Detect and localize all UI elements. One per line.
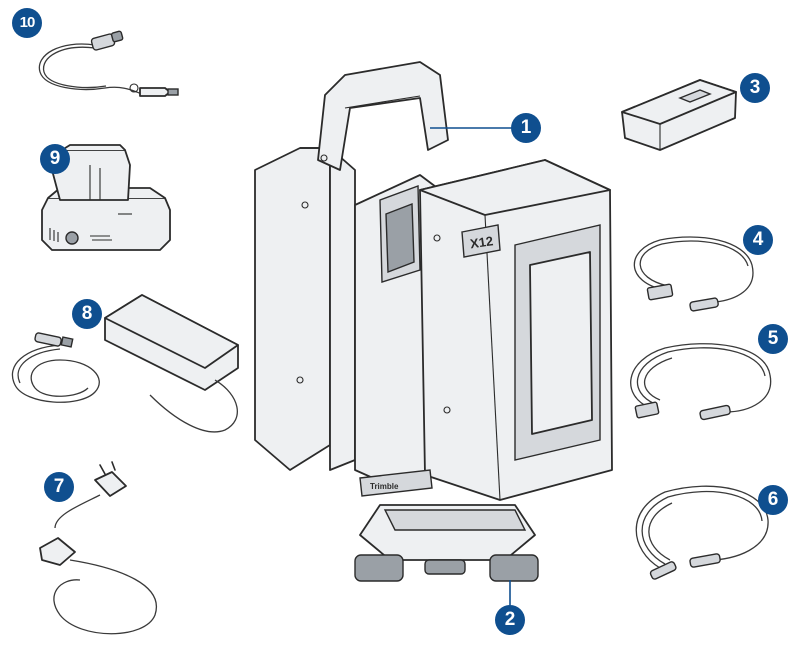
callout-3: 3 [740,73,770,103]
cable-medium [630,343,772,421]
battery-charger [41,144,171,251]
laser-scanner: X12 Trimble [254,61,613,582]
car-charger-cable [38,30,179,97]
mains-power-cord [39,461,158,635]
battery [621,79,737,151]
callout-4: 4 [743,225,773,255]
callout-6: 6 [758,485,788,515]
callout-7: 7 [44,472,74,502]
cable-long [635,485,769,580]
callout-8: 8 [72,299,102,329]
callout-1: 1 [511,113,541,143]
power-supply [11,294,239,433]
cable-short [633,236,754,312]
callout-5: 5 [758,324,788,354]
brand-label: Trimble [370,482,399,491]
callout-10: 10 [12,8,42,38]
callout-9: 9 [40,144,70,174]
model-label: X12 [469,233,494,251]
callout-2: 2 [495,605,525,635]
